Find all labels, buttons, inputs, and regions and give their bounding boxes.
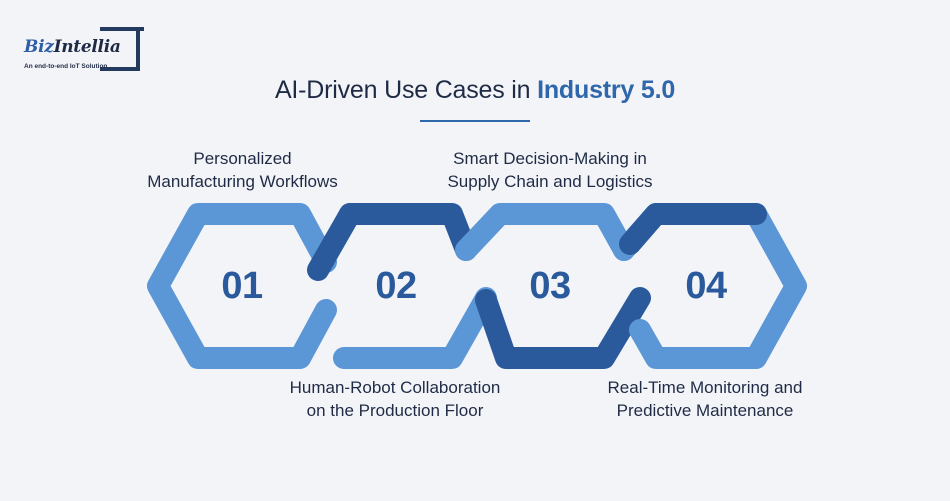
step-3-number: 03	[529, 265, 571, 307]
step-2-label: Human-Robot Collaboration on the Product…	[265, 376, 525, 422]
step-1-number: 01	[221, 265, 263, 307]
step-4-number: 04	[685, 265, 727, 307]
step-2-number: 02	[375, 265, 417, 307]
step-3-label-line2: Supply Chain and Logistics	[447, 172, 653, 191]
brand-logo: BizIntellia An end-to-end IoT Solution	[14, 22, 144, 80]
step-2-label-line2: on the Production Floor	[306, 401, 484, 420]
step-1-label-line2: Manufacturing Workflows	[147, 172, 338, 191]
step-2-label-line1: Human-Robot Collaboration	[289, 378, 501, 397]
logo-tagline: An end-to-end IoT Solution	[24, 63, 108, 70]
title-underline	[420, 120, 530, 122]
step-1-label-line1: Personalized	[193, 149, 292, 168]
step-4-label-line2: Predictive Maintenance	[616, 401, 794, 420]
logo-word-biz: Biz	[24, 37, 54, 57]
step-4-label-line1: Real-Time Monitoring and	[607, 378, 803, 397]
step-1-label: Personalized Manufacturing Workflows	[130, 147, 355, 193]
logo-word-intellia: Intellia	[53, 37, 121, 57]
step-3-label-line1: Smart Decision-Making in	[453, 149, 647, 168]
hexagon-4	[613, 203, 807, 369]
hexagon-3	[455, 203, 651, 369]
logo-frame	[100, 27, 140, 71]
page-title: AI-Driven Use Cases in Industry 5.0	[0, 76, 950, 105]
title-highlight: Industry 5.0	[537, 76, 676, 104]
step-4-label: Real-Time Monitoring and Predictive Main…	[580, 376, 830, 422]
step-3-label: Smart Decision-Making in Supply Chain an…	[425, 147, 675, 193]
hexagon-2	[307, 203, 497, 369]
logo-wordmark: BizIntellia	[24, 37, 121, 57]
title-main: AI-Driven Use Cases in	[274, 76, 538, 104]
